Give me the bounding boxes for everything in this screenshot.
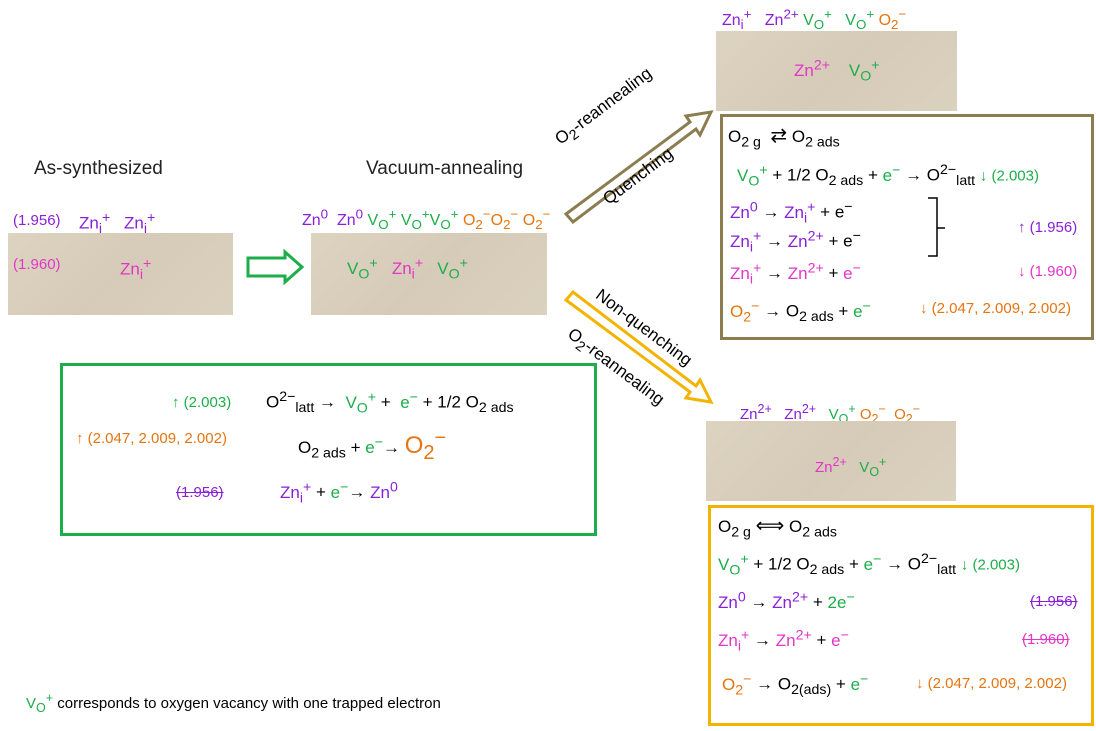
quench-value-1960: ↓ (1.960) [1018,263,1078,280]
quench-sample [716,31,957,111]
quench-value-o2: ↓ (2.047, 2.009, 2.002) [920,300,1071,317]
nonquench-reaction-5: O2− → O2(ads) + e− [722,671,869,699]
quenching-reaction-box [720,114,1094,340]
as-synth-top-value: (1.956) [13,212,61,229]
quench-reaction-5: Zni+ → Zn2+ + e− [730,260,861,288]
nonquench-reaction-1: O2 g ⟺ O2 ads [718,515,837,541]
vacuum-reaction-box [60,363,597,536]
non-quenching-reaction-box [708,505,1094,726]
as-synth-zni-1: Zni+ [79,210,111,238]
vacuum-reaction-3: Zni+ + e−→ Zn0 [280,479,398,507]
quenching-label: Quenching [599,143,677,209]
quench-reaction-2: VO+ + 1/2 O2 ads + e− → O2−latt ↓ (2.003… [737,162,1039,190]
nonquench-reaction-4: Zni+ → Zn2+ + e− [718,627,849,655]
vacuum-annealing-label: Vacuum-annealing [366,158,524,179]
o2-reannealing-top-label: O2-reannealing [551,63,656,149]
vacuum-sample-species: VO+ Zni+ VO+ [347,255,468,283]
quench-reaction-6: O2− → O2 ads + e− [730,298,871,326]
quench-reaction-3: Zn0 → Zni+ + e− [730,199,853,227]
nonquench-value-1960: (1.960) [1022,631,1070,648]
as-synth-sample [8,233,233,315]
as-synth-zni-2: Zni+ [124,210,156,238]
nonquench-top-species: Zn2+ Zn2+ VO+ O2− O2− [740,402,921,426]
vacuum-top-species: Zn0 Zn0 VO+ VO+VO+ O2−O2− O2− [302,207,551,233]
quench-sample-species: Zn2+ VO+ [794,57,880,85]
quench-reaction-4: Zni+ → Zn2+ + e− [730,228,861,256]
nonquench-value-1956: (1.956) [1030,593,1078,610]
vacuum-value-o2: ↑ (2.047, 2.009, 2.002) [76,430,227,447]
as-synth-sample-value: (1.960) [13,256,61,273]
green-process-arrow [246,248,305,286]
nonquench-sample [706,421,956,501]
vacuum-value-1956: (1.956) [176,484,224,501]
vacuum-sample [311,233,547,315]
nonquench-value-o2: ↓ (2.047, 2.009, 2.002) [916,675,1067,692]
nonquench-reaction-3: Zn0 → Zn2+ + 2e− [718,589,855,612]
as-synthesized-label: As-synthesized [34,158,163,179]
footnote: VO+ corresponds to oxygen vacancy with o… [26,691,441,715]
quench-top-species: Zni+ Zn2+ VO+ VO+ O2− [722,7,907,33]
nonquench-sample-species: Zn2+ VO+ [815,455,887,479]
quench-reaction-1: O2 g ⇄ O2 ads [728,125,840,151]
as-synth-sample-zni: Zni+ [120,256,152,284]
nonquench-reaction-2: VO+ + 1/2 O2 ads + e− → O2−latt ↓ (2.003… [718,551,1020,579]
quench-value-1956: ↑ (1.956) [1018,219,1078,236]
vacuum-reaction-1: O2−latt → VO+ + e− + 1/2 O2 ads [266,389,514,417]
vacuum-reaction-2: O2 ads + e−→ O2− [298,427,447,464]
vacuum-value-2003: ↑ (2.003) [172,394,232,411]
